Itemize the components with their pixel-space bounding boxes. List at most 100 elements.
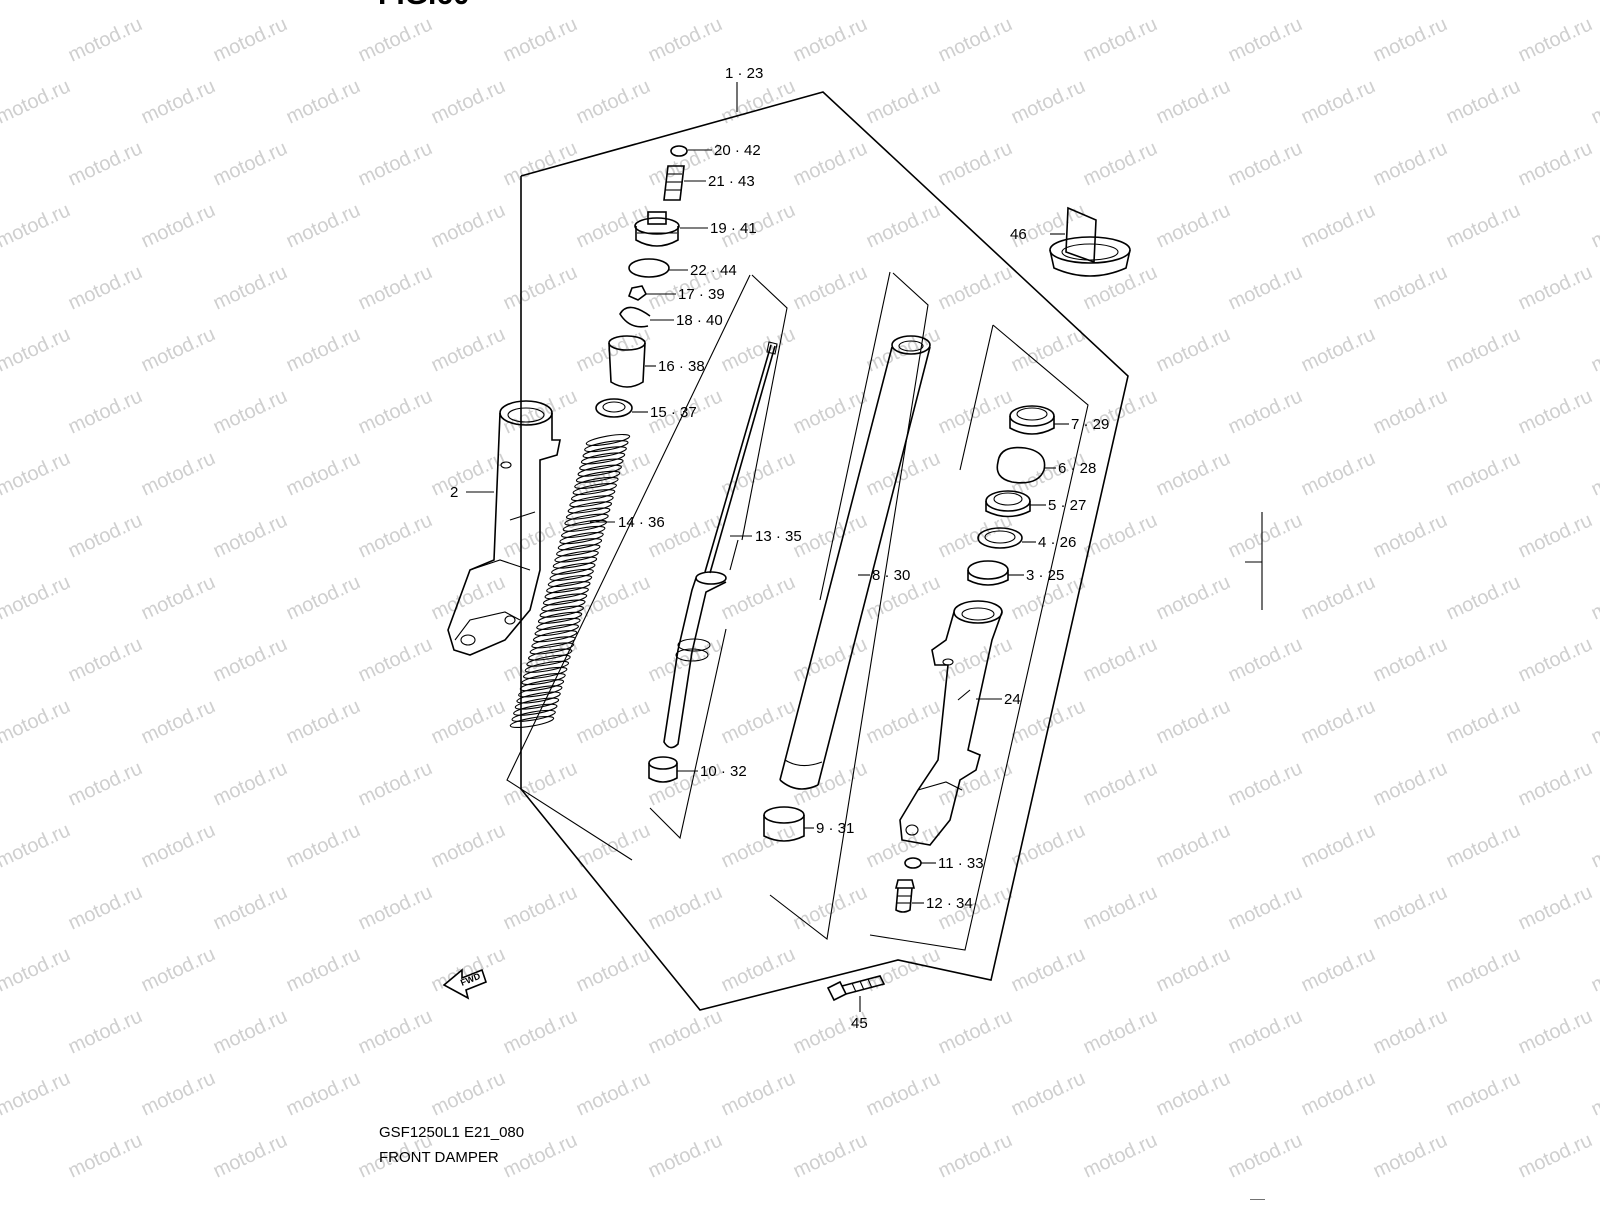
- part-15-washer: [595, 398, 633, 418]
- callout-16-38: 16 · 38: [658, 358, 705, 375]
- watermark-text: motod.ru: [935, 137, 1016, 190]
- watermark-text: motod.ru: [0, 447, 74, 500]
- callout-3-25: 3 · 25: [1026, 567, 1064, 584]
- spring-coil: [572, 483, 618, 496]
- part-4-washer: [977, 527, 1023, 549]
- watermark-text: motod.ru: [65, 385, 146, 438]
- callout-13-35: 13 · 35: [755, 528, 802, 545]
- callout-14-36: 14 · 36: [618, 514, 665, 531]
- inner-panel-right-edge: [959, 324, 994, 471]
- watermark-text: motod.ru: [210, 1129, 291, 1182]
- watermark-text: motod.ru: [283, 323, 364, 376]
- watermark-text: motod.ru: [790, 385, 871, 438]
- watermark-text: motod.ru: [1515, 13, 1596, 66]
- part-2-outer-tube: [447, 400, 561, 656]
- watermark-text: motod.ru: [718, 571, 799, 624]
- watermark-text: motod.ru: [428, 695, 509, 748]
- watermark-text: motod.ru: [0, 819, 74, 872]
- watermark-text: motod.ru: [428, 1067, 509, 1120]
- spring-coil: [527, 648, 573, 661]
- watermark-text: motod.ru: [1588, 1067, 1600, 1120]
- watermark-text: motod.ru: [428, 199, 509, 252]
- watermark-text: motod.ru: [645, 881, 726, 934]
- spring-coil: [529, 642, 575, 655]
- part-20-oring: [670, 145, 688, 157]
- watermark-text: motod.ru: [0, 881, 1, 934]
- watermark-text: motod.ru: [1153, 447, 1234, 500]
- inner-panel-right: [869, 324, 1089, 951]
- watermark-text: motod.ru: [935, 1129, 1016, 1182]
- watermark-text: motod.ru: [1080, 633, 1161, 686]
- spring-coil: [532, 630, 578, 643]
- watermark-text: motod.ru: [790, 881, 871, 934]
- watermark-text: motod.ru: [645, 633, 726, 686]
- spring-coil: [511, 709, 556, 722]
- watermark-text: motod.ru: [283, 199, 364, 252]
- callout-9-31: 9 · 31: [816, 820, 854, 837]
- watermark-text: motod.ru: [935, 13, 1016, 66]
- callout-10-32: 10 · 32: [700, 763, 747, 780]
- watermark-text: motod.ru: [210, 757, 291, 810]
- watermark-text: motod.ru: [1588, 695, 1600, 748]
- spring-coil: [541, 599, 586, 612]
- spring-coil: [549, 568, 594, 581]
- watermark-text: motod.ru: [1008, 0, 1089, 5]
- watermark-text: motod.ru: [1515, 881, 1596, 934]
- watermark-text: motod.ru: [1153, 0, 1234, 5]
- watermark-text: motod.ru: [645, 13, 726, 66]
- watermark-text: motod.ru: [500, 385, 581, 438]
- watermark-text: motod.ru: [65, 137, 146, 190]
- watermark-text: motod.ru: [428, 571, 509, 624]
- watermark-text: motod.ru: [1588, 75, 1600, 128]
- watermark-text: motod.ru: [65, 13, 146, 66]
- callout-46: 46: [1010, 226, 1027, 243]
- watermark-text: motod.ru: [1370, 13, 1451, 66]
- watermark-text: motod.ru: [0, 571, 74, 624]
- spring-coil: [575, 470, 621, 483]
- part-14-spring: [509, 433, 631, 729]
- spring-coil: [554, 550, 599, 563]
- watermark-text: motod.ru: [573, 0, 654, 5]
- watermark-text: motod.ru: [283, 943, 364, 996]
- watermark-text: motod.ru: [1225, 13, 1306, 66]
- watermark-text: motod.ru: [283, 695, 364, 748]
- watermark-text: motod.ru: [1080, 881, 1161, 934]
- callout-12-34: 12 · 34: [926, 895, 973, 912]
- assembly-outline: [520, 91, 1129, 1011]
- part-16-spacer: [608, 335, 646, 388]
- figure-title: FIG.60: [378, 0, 470, 11]
- watermark-text: motod.ru: [1370, 881, 1451, 934]
- watermark-text: motod.ru: [1225, 385, 1306, 438]
- watermark-text: motod.ru: [645, 1129, 726, 1182]
- watermark-text: motod.ru: [1298, 75, 1379, 128]
- spring-coil: [514, 697, 560, 710]
- watermark-text: motod.ru: [1080, 137, 1161, 190]
- watermark-text: motod.ru: [573, 819, 654, 872]
- watermark-text: motod.ru: [65, 1129, 146, 1182]
- watermark-text: motod.ru: [573, 75, 654, 128]
- callout-4-26: 4 · 26: [1038, 534, 1076, 551]
- callout-21-43: 21 · 43: [708, 173, 755, 190]
- watermark-text: motod.ru: [138, 1067, 219, 1120]
- spring-coil: [579, 458, 624, 471]
- watermark-text: motod.ru: [1225, 1005, 1306, 1058]
- watermark-text: motod.ru: [500, 881, 581, 934]
- watermark-text: motod.ru: [428, 75, 509, 128]
- spring-coil: [526, 654, 571, 667]
- spring-coil: [556, 544, 601, 557]
- watermark-text: motod.ru: [1588, 571, 1600, 624]
- watermark-text: motod.ru: [863, 199, 944, 252]
- watermark-text: motod.ru: [0, 137, 1, 190]
- watermark-text: motod.ru: [1443, 199, 1524, 252]
- watermark-text: motod.ru: [0, 1067, 74, 1120]
- watermark-text: motod.ru: [1153, 323, 1234, 376]
- watermark-text: motod.ru: [718, 323, 799, 376]
- watermark-text: motod.ru: [790, 261, 871, 314]
- watermark-text: motod.ru: [1443, 447, 1524, 500]
- watermark-text: motod.ru: [0, 509, 1, 562]
- watermark-text: motod.ru: [573, 943, 654, 996]
- watermark-text: motod.ru: [1298, 571, 1379, 624]
- watermark-text: motod.ru: [1515, 385, 1596, 438]
- part-17-nut: [627, 285, 648, 301]
- watermark-text: motod.ru: [790, 1129, 871, 1182]
